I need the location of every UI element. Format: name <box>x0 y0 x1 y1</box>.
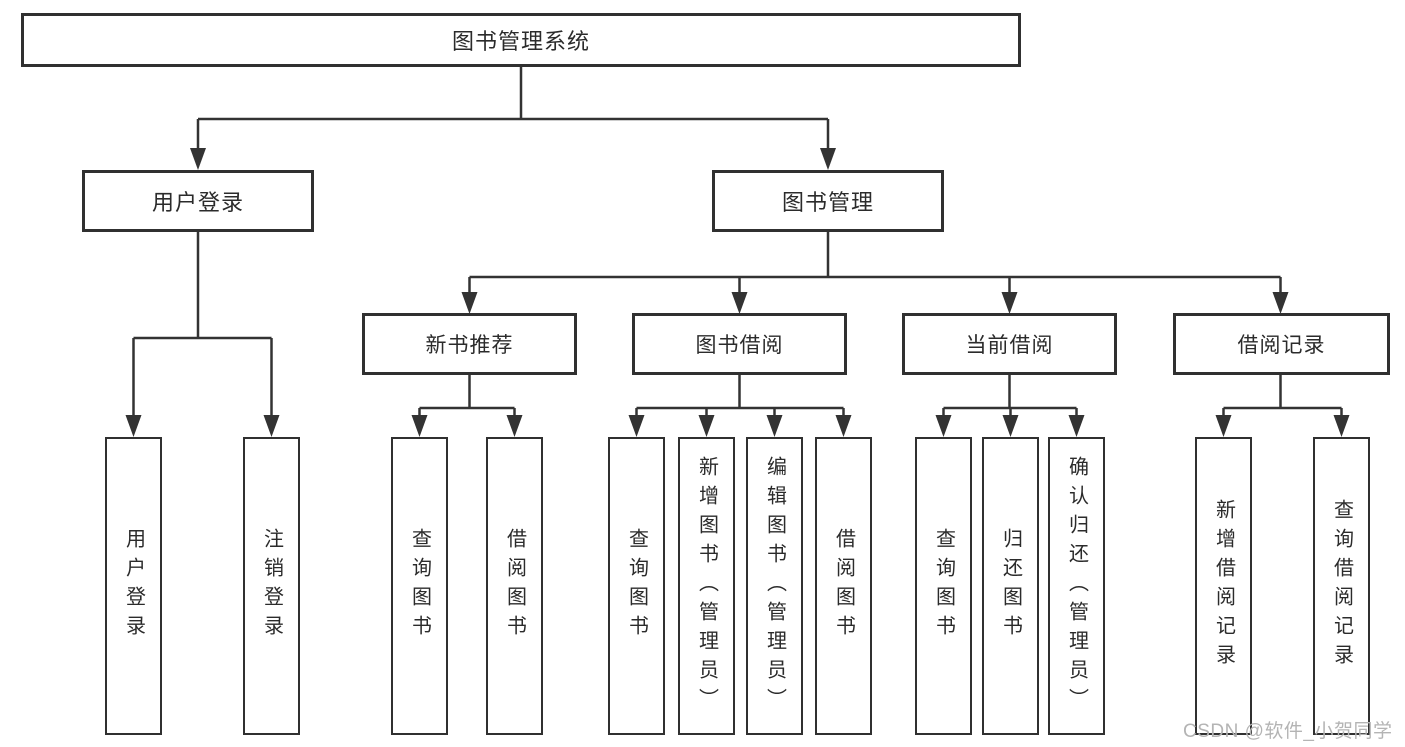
node-new-book-recommend: 新书推荐 <box>362 313 577 375</box>
node-user-login-label: 用户登录 <box>151 190 244 215</box>
node-book-borrowing-label: 图书借阅 <box>695 334 784 357</box>
leaf-query-books-recommend-label: 查询图书 <box>408 528 431 644</box>
leaf-query-borrow-record-label: 查询借阅记录 <box>1330 499 1353 673</box>
leaf-logout-login: 注销登录 <box>243 437 300 735</box>
leaf-edit-books-admin: 编辑图书（管理员） <box>746 437 803 735</box>
node-book-management-label: 图书管理 <box>781 190 874 215</box>
node-current-borrowing-label: 当前借阅 <box>965 334 1054 357</box>
leaf-add-borrow-record-label: 新增借阅记录 <box>1212 499 1235 673</box>
leaf-borrow-books-recommend: 借阅图书 <box>486 437 543 735</box>
node-book-borrowing: 图书借阅 <box>632 313 847 375</box>
watermark: CSDN @软件_小贺同学 <box>1183 721 1393 742</box>
leaf-query-books-borrowing-label: 查询图书 <box>625 528 648 644</box>
leaf-user-login: 用户登录 <box>105 437 162 735</box>
leaf-add-books-admin-label: 新增图书（管理员） <box>695 455 718 717</box>
node-book-management: 图书管理 <box>712 170 944 232</box>
leaf-return-books: 归还图书 <box>982 437 1039 735</box>
leaf-query-books-current: 查询图书 <box>915 437 972 735</box>
leaf-edit-books-admin-label: 编辑图书（管理员） <box>763 455 786 717</box>
node-current-borrowing: 当前借阅 <box>902 313 1117 375</box>
leaf-borrow-books-recommend-label: 借阅图书 <box>503 528 526 644</box>
leaf-confirm-return-admin-label: 确认归还（管理员） <box>1065 455 1088 717</box>
leaf-add-borrow-record: 新增借阅记录 <box>1195 437 1252 735</box>
leaf-borrow-books-borrowing-label: 借阅图书 <box>832 528 855 644</box>
node-borrowing-records-label: 借阅记录 <box>1237 334 1326 357</box>
leaf-borrow-books-borrowing: 借阅图书 <box>815 437 872 735</box>
leaf-query-borrow-record: 查询借阅记录 <box>1313 437 1370 735</box>
node-library-system-label: 图书管理系统 <box>451 29 590 54</box>
node-library-system: 图书管理系统 <box>21 13 1021 67</box>
leaf-query-books-borrowing: 查询图书 <box>608 437 665 735</box>
leaf-confirm-return-admin: 确认归还（管理员） <box>1048 437 1105 735</box>
leaf-return-books-label: 归还图书 <box>999 528 1022 644</box>
leaf-logout-login-label: 注销登录 <box>260 528 283 644</box>
leaf-query-books-current-label: 查询图书 <box>932 528 955 644</box>
leaf-query-books-recommend: 查询图书 <box>391 437 448 735</box>
leaf-add-books-admin: 新增图书（管理员） <box>678 437 735 735</box>
node-borrowing-records: 借阅记录 <box>1173 313 1390 375</box>
leaf-user-login-label: 用户登录 <box>122 528 145 644</box>
node-new-book-recommend-label: 新书推荐 <box>425 334 514 357</box>
node-user-login: 用户登录 <box>82 170 314 232</box>
